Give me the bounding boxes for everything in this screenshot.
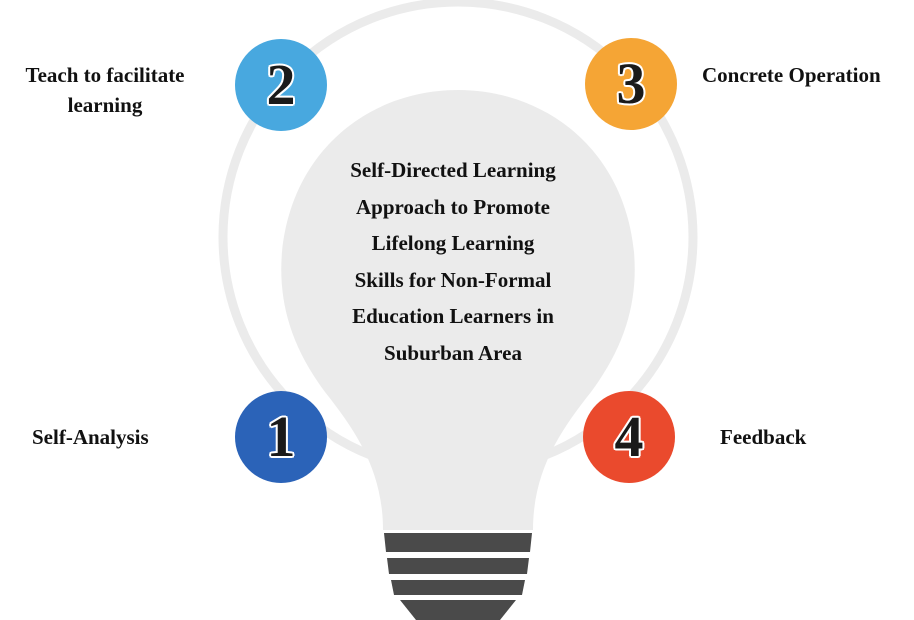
center-title-line: Suburban Area: [384, 340, 522, 365]
center-title-line: Approach to Promote: [355, 194, 551, 219]
step-4-number: 4: [614, 404, 644, 469]
bulb-base: [384, 533, 532, 620]
center-title-line: Self-Directed Learning: [350, 158, 556, 182]
step-3-label: Concrete Operation: [702, 63, 881, 87]
step-4-badge: 4: [583, 391, 675, 483]
step-2-number: 2: [266, 52, 296, 117]
center-title: Self-Directed Learning Approach to Promo…: [300, 152, 606, 372]
step-4-label: Feedback: [720, 425, 807, 449]
step-2-badge: 2: [235, 39, 327, 131]
step-3-badge: 3: [585, 38, 677, 130]
step-2-label: Teach to facilitate learning: [0, 60, 210, 120]
step-2-label-line: learning: [67, 93, 143, 117]
step-1-badge: 1: [235, 391, 327, 483]
step-3-number: 3: [616, 51, 646, 116]
bulb-glass: [281, 90, 635, 530]
center-title-line: Skills for Non-Formal: [354, 267, 552, 292]
step-2-label-line: Teach to facilitate: [25, 63, 185, 87]
center-title-line: Lifelong Learning: [371, 231, 535, 256]
step-1-number: 1: [266, 404, 296, 469]
step-1-label: Self-Analysis: [32, 425, 149, 449]
center-title-line: Education Learners in: [352, 304, 554, 329]
